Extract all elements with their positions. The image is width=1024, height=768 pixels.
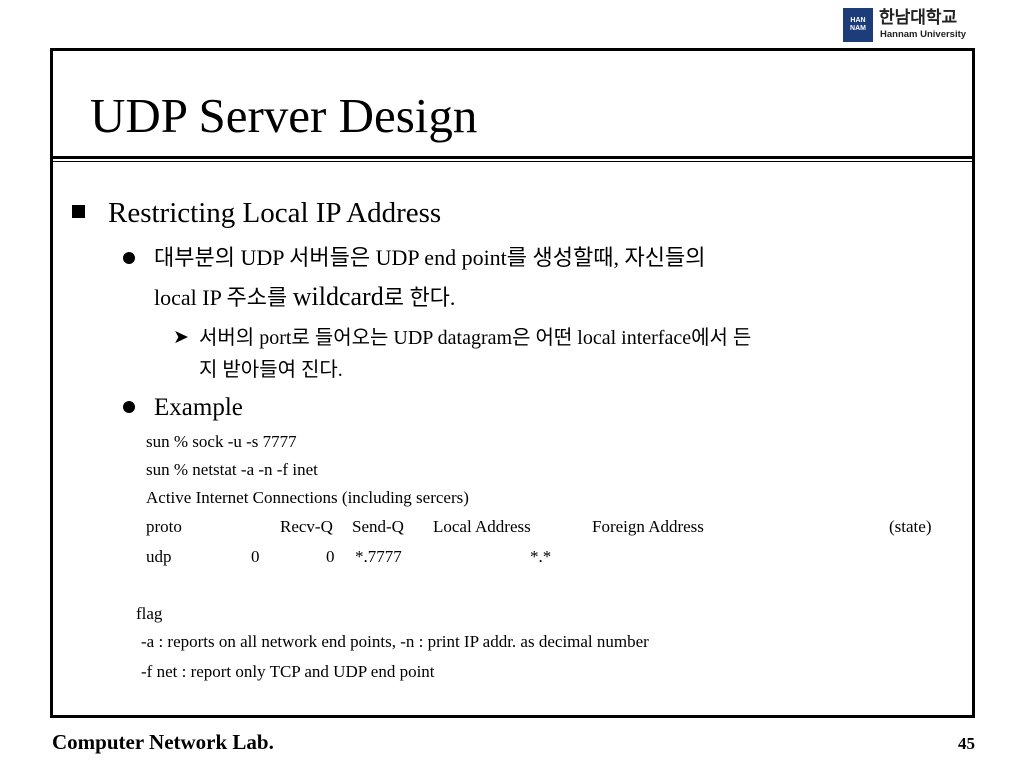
row-foreign-address: *.* bbox=[530, 547, 552, 566]
square-bullet-icon bbox=[72, 205, 85, 218]
header-foreign-address: Foreign Address bbox=[592, 517, 704, 536]
command-netstat: sun % netstat -a -n -f inet bbox=[146, 460, 318, 479]
wildcard-text: wildcard bbox=[292, 282, 384, 311]
flag-heading: flag bbox=[136, 604, 163, 623]
arrowhead-icon: ➤ bbox=[173, 326, 189, 348]
row-local-address: *.7777 bbox=[355, 547, 402, 566]
footer-lab-name: Computer Network Lab. bbox=[52, 730, 274, 754]
sub-bullet-line-1: 대부분의 UDP 서버들은 UDP end point를 생성할때, 자신들의 bbox=[154, 244, 705, 272]
arrow-bullet-line-2: 지 받아들여 진다. bbox=[199, 359, 343, 381]
header-proto: proto bbox=[146, 517, 182, 536]
header-send-q: Send-Q bbox=[352, 517, 404, 536]
university-logo: HAN NAM 한남대학교 Hannam University bbox=[843, 7, 983, 43]
active-connections-heading: Active Internet Connections (including s… bbox=[146, 488, 469, 507]
sub-bullet-text-2c: 로 한다. bbox=[383, 285, 456, 310]
logo-emblem-icon: HAN NAM bbox=[843, 8, 873, 42]
logo-english-name: Hannam University bbox=[880, 29, 967, 40]
logo-korean-name: 한남대학교 bbox=[879, 8, 958, 28]
command-sock: sun % sock -u -s 7777 bbox=[146, 432, 297, 451]
row-recv-q: 0 bbox=[251, 547, 260, 566]
sub-bullet-text-2a: local IP 주소를 bbox=[154, 285, 293, 310]
flag-f-description: -f net : report only TCP and UDP end poi… bbox=[141, 662, 435, 681]
flag-a-description: -a : reports on all network end points, … bbox=[141, 632, 649, 651]
round-bullet-icon bbox=[123, 252, 135, 264]
header-local-address: Local Address bbox=[433, 517, 531, 536]
slide-frame bbox=[50, 48, 975, 718]
row-proto: udp bbox=[146, 547, 172, 566]
title-divider-thin bbox=[53, 161, 972, 162]
sub-bullet-text-1: 대부분의 UDP 서버들은 UDP end point를 생성할때, 자신들의 bbox=[154, 245, 706, 270]
sub-bullet-line-2: local IP 주소를 wildcard로 한다. bbox=[154, 283, 455, 312]
title-divider bbox=[53, 156, 972, 159]
slide-title: UDP Server Design bbox=[90, 88, 478, 143]
arrow-bullet-line-1: 서버의 port로 들어오는 UDP datagram은 어떤 local in… bbox=[199, 327, 752, 349]
bullet-restricting-local-ip: Restricting Local IP Address bbox=[108, 197, 442, 229]
round-bullet-icon bbox=[123, 401, 135, 413]
row-send-q: 0 bbox=[326, 547, 335, 566]
header-state: (state) bbox=[889, 517, 932, 536]
sub-bullet-example: Example bbox=[154, 394, 243, 421]
page-number: 45 bbox=[958, 734, 975, 753]
header-recv-q: Recv-Q bbox=[280, 517, 333, 536]
